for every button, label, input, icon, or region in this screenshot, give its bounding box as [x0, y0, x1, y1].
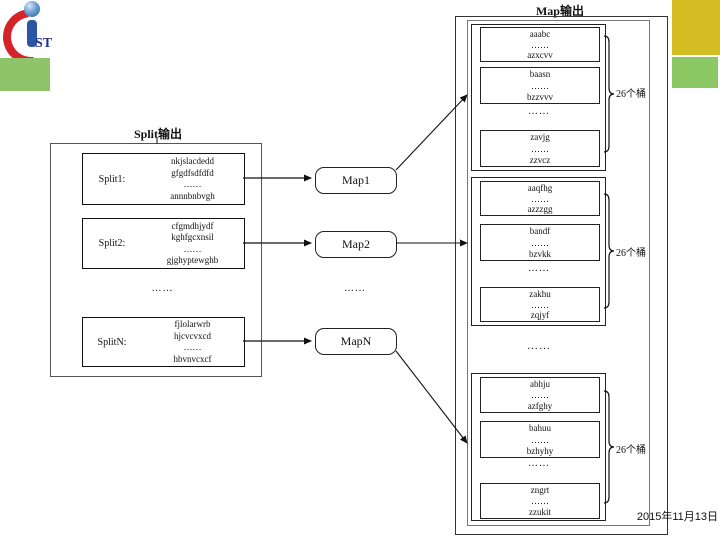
slide-date: 2015年11月13日: [636, 511, 718, 523]
splitN-label: SplitN:: [97, 336, 127, 348]
groups-ellipsis: ……: [527, 340, 551, 352]
decor-bar-left-green: [0, 58, 50, 91]
bucket: baasn……bzzvvv: [480, 67, 600, 104]
bucket-ellipsis: ……: [528, 106, 550, 117]
map-ellipsis: ……: [344, 283, 366, 294]
map2-box: Map2: [315, 231, 397, 258]
organization-logo: ST: [0, 0, 71, 77]
split2-box: Split2: cfgmdhjydf kghfgcxnsil …… gjghyp…: [82, 218, 245, 269]
split2-label: Split2:: [98, 238, 126, 249]
bucket-ellipsis: ……: [528, 263, 550, 274]
map-output-outer-box: [455, 16, 668, 535]
map-output-title: Map输出: [535, 4, 584, 18]
bucket: zavjg……zzvcz: [480, 130, 600, 167]
decor-bar-top-right-yellow: [672, 0, 720, 55]
map1-box: Map1: [315, 167, 397, 194]
logo-letters: ST: [35, 36, 53, 51]
logo-letter-i-stem: [27, 20, 37, 47]
split-output-title: Split输出: [133, 127, 182, 141]
split1-box: Split1: nkjslacdedd gfgdfsdfdfd …… annnb…: [82, 153, 245, 205]
bucket: bahuu……bzhyhy: [480, 421, 600, 458]
bucket: zakhu……zqjyf: [480, 287, 600, 322]
split-ellipsis: ……: [151, 283, 174, 294]
splitN-content: fjlolarwrb hjcvcvxcd …… hbvnvcxcf: [173, 319, 212, 364]
bucket-count-label: 26个桶: [616, 445, 646, 456]
bucket-count-label: 26个桶: [616, 89, 646, 100]
logo-blue-sphere-icon: [24, 1, 40, 17]
decor-bar-top-right-green: [672, 57, 718, 88]
bucket: zngrt……zzukit: [480, 483, 600, 519]
split1-label: Split1:: [98, 173, 126, 185]
split1-content: nkjslacdedd gfgdfsdfdfd …… annnbnbvgh: [170, 156, 215, 201]
bucket: aaqfhg……azzzgg: [480, 181, 600, 216]
bucket: abhju……azfghy: [480, 377, 600, 413]
bucket-ellipsis: ……: [528, 458, 550, 469]
splitN-box: SplitN: fjlolarwrb hjcvcvxcd …… hbvnvcxc…: [82, 317, 245, 367]
bucket: aaabc……azxcvv: [480, 27, 600, 62]
map-output-inner-box: [467, 20, 650, 526]
split2-content: cfgmdhjydf kghfgcxnsil …… gjghyptewghb: [166, 220, 219, 266]
bucket-count-label: 26个桶: [616, 248, 646, 259]
split-output-container: [50, 143, 262, 377]
mapN-box: MapN: [315, 328, 397, 355]
bucket: bandf……bzvkk: [480, 224, 600, 261]
